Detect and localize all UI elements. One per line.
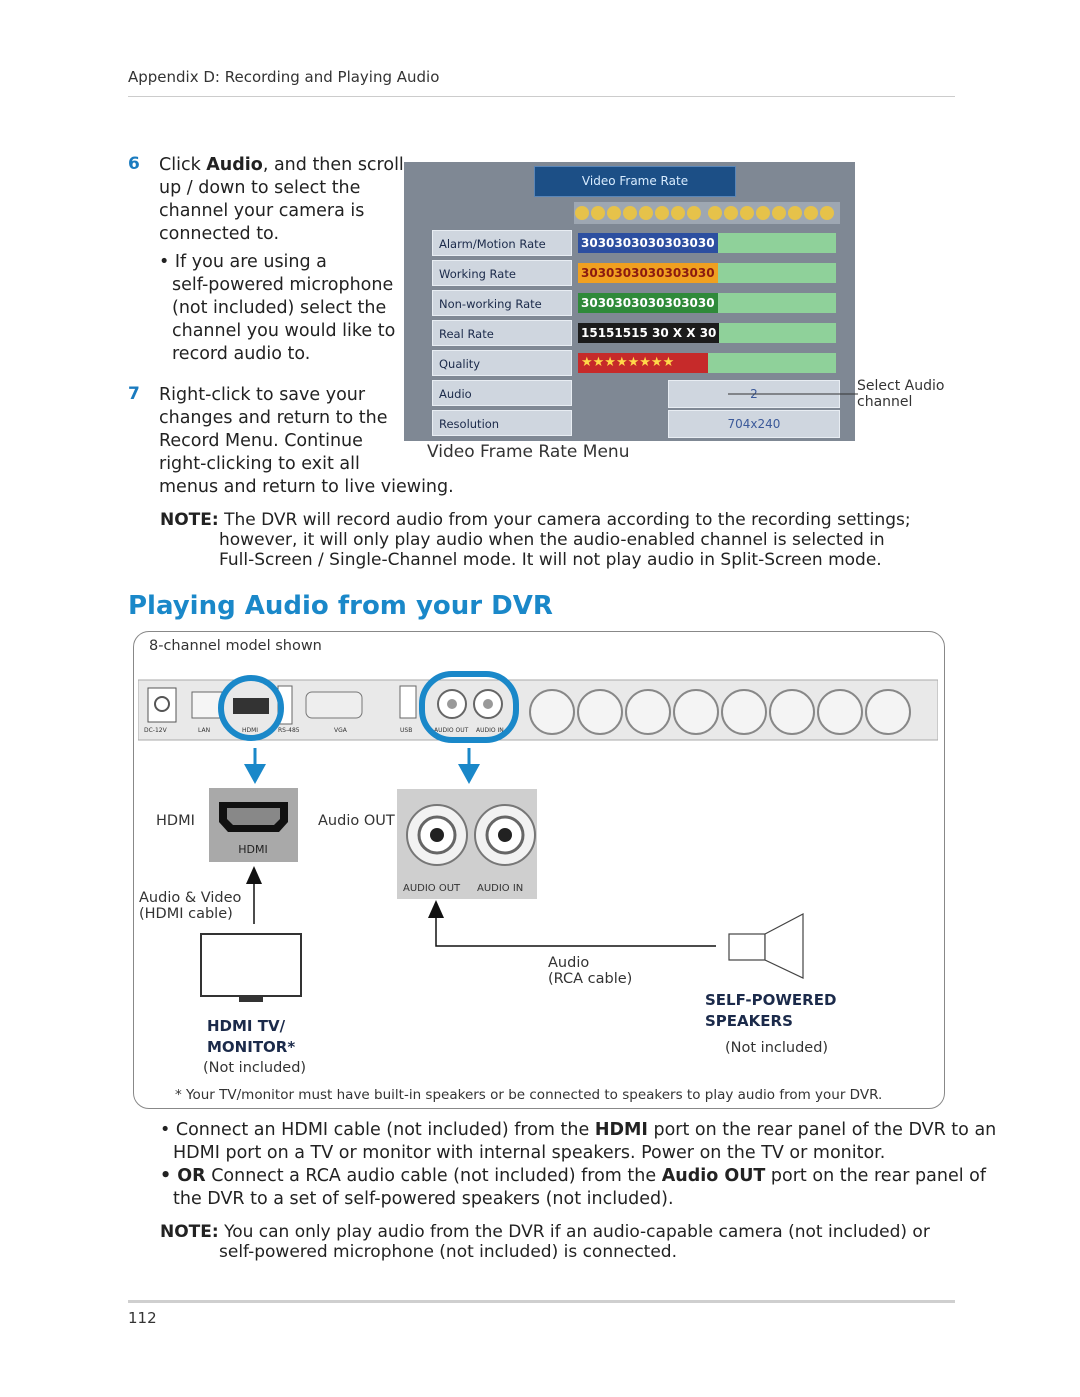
figure-caption: Video Frame Rate Menu xyxy=(427,442,630,462)
step-7-number: 7 xyxy=(128,384,140,404)
tv-monitor-label: HDMI TV/ MONITOR* xyxy=(207,1017,296,1056)
menu-row-quality: Quality ★★★★★★★★ xyxy=(432,350,852,378)
port-label: VGA xyxy=(334,727,348,734)
menu-row-alarm-motion: Alarm/Motion Rate 3030303030303030 xyxy=(432,230,852,258)
note-label: NOTE: xyxy=(160,510,219,530)
audio-cable-label: Audio (RCA cable) xyxy=(548,955,633,987)
select-audio-callout: Select Audio channel xyxy=(857,378,945,410)
menu-title: Video Frame Rate xyxy=(534,166,736,197)
callout-line xyxy=(728,393,858,395)
tv-monitor-note: (Not included) xyxy=(203,1060,307,1076)
svg-text:HDMI: HDMI xyxy=(238,843,267,856)
svg-text:AUDIO OUT: AUDIO OUT xyxy=(403,883,461,894)
step-6-number: 6 xyxy=(128,154,140,174)
audio-out-label: Audio OUT xyxy=(318,813,395,829)
model-note: 8-channel model shown xyxy=(149,638,322,654)
section-heading: Playing Audio from your DVR xyxy=(128,591,553,621)
menu-row-working: Working Rate 3030303030303030 xyxy=(432,260,852,288)
port-label: RS-485 xyxy=(278,727,300,734)
dvr-rear-panel: DC-12V LAN HDMI RS-485 VGA USB AUDIO OUT… xyxy=(138,671,938,743)
menu-row-resolution: Resolution 704x240 xyxy=(432,410,852,438)
step-6-subbullet: • If you are using a self-powered microp… xyxy=(159,252,396,364)
page-header: Appendix D: Recording and Playing Audio xyxy=(128,68,440,86)
footer-rule xyxy=(128,1300,955,1303)
rca-port-closeup: AUDIO OUT AUDIO IN xyxy=(397,789,537,899)
diagram-footnote: * Your TV/monitor must have built-in spe… xyxy=(175,1087,883,1103)
page-number: 112 xyxy=(128,1309,157,1327)
svg-text:AUDIO IN: AUDIO IN xyxy=(477,883,523,894)
note-label: NOTE: xyxy=(160,1222,219,1242)
connection-diagram xyxy=(133,631,945,1109)
port-label: AUDIO IN xyxy=(476,727,504,734)
port-label: USB xyxy=(400,727,412,734)
port-label: HDMI xyxy=(242,727,258,734)
tv-monitor-icon xyxy=(200,933,302,1002)
port-label: DC-12V xyxy=(144,727,168,734)
hdmi-arrow xyxy=(244,748,266,784)
step-6-text: Click Audio, and then scroll up / down t… xyxy=(159,155,404,244)
speakers-note: (Not included) xyxy=(725,1040,829,1056)
channel-number-row xyxy=(574,202,840,224)
header-divider xyxy=(128,96,955,97)
speakers-label: SELF-POWERED SPEAKERS xyxy=(705,991,837,1030)
bullet-rca: • OR Connect a RCA audio cable (not incl… xyxy=(160,1166,987,1209)
note-recording: NOTE: The DVR will record audio from you… xyxy=(160,510,911,570)
audio-cable-line xyxy=(428,900,716,947)
step-7-text: Right-click to save your changes and ret… xyxy=(159,385,454,497)
bullet-hdmi: • Connect an HDMI cable (not included) f… xyxy=(160,1120,997,1163)
port-label: AUDIO OUT xyxy=(434,727,469,734)
menu-row-non-working: Non-working Rate 3030303030303030 xyxy=(432,290,852,318)
resolution-value: 704x240 xyxy=(668,410,840,438)
audio-out-arrow xyxy=(458,748,480,784)
hdmi-cable-arrow xyxy=(246,866,262,924)
quality-stars: ★★★★★★★★ xyxy=(578,353,708,373)
port-label: LAN xyxy=(198,727,210,734)
speaker-icon xyxy=(728,913,804,979)
hdmi-port-closeup: HDMI xyxy=(209,788,298,862)
menu-row-real-rate: Real Rate 15151515 30 X X 30 xyxy=(432,320,852,348)
hdmi-label: HDMI xyxy=(156,813,195,829)
audio-term: Audio xyxy=(206,155,263,175)
hdmi-cable-label: Audio & Video (HDMI cable) xyxy=(139,890,242,922)
note-audio-capable: NOTE: You can only play audio from the D… xyxy=(160,1222,930,1262)
